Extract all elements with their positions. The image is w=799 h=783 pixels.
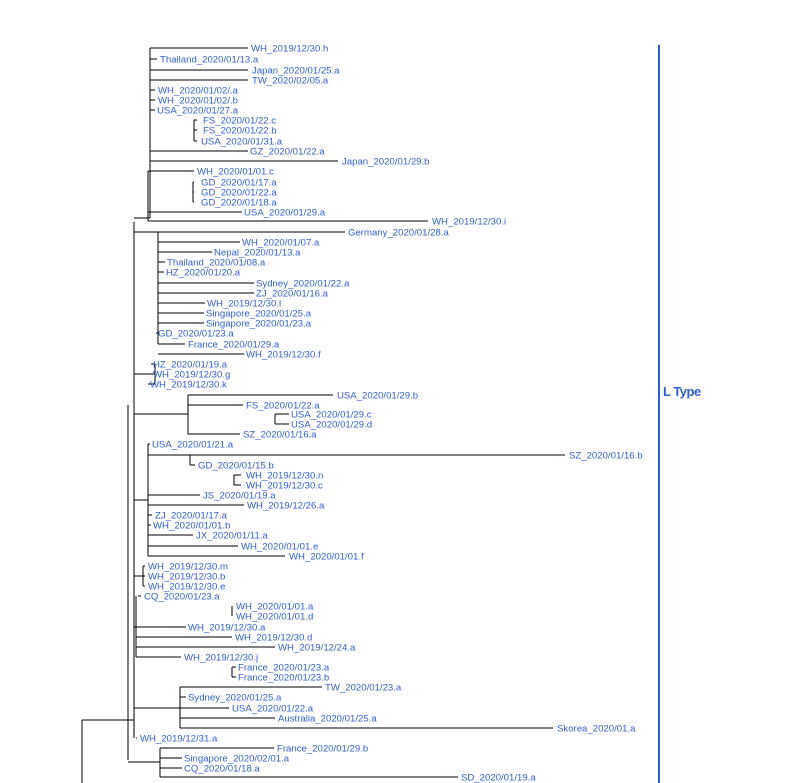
leaf-label: GD_2020/01/17.a — [201, 178, 277, 189]
leaf-label: WH_2020/01/01.b — [153, 521, 230, 532]
leaf-label: FS_2020/01/22.c — [203, 116, 276, 127]
leaf-label: TW_2020/01/23.a — [325, 683, 402, 694]
leaf-label: WH_2020/01/01.c — [197, 167, 274, 178]
leaf-label: France_2020/01/23.a — [238, 663, 330, 674]
leaf-label: WH_2020/01/01.f — [289, 552, 364, 563]
leaf-label: TW_2020/02/05.a — [252, 76, 329, 87]
leaf-label: FS_2020/01/22.a — [246, 401, 320, 412]
leaf-label: USA_2020/01/29.c — [291, 410, 372, 421]
leaf-label: GD_2020/01/15.b — [198, 461, 274, 472]
leaf-label: WH_2020/01/01.e — [241, 542, 318, 553]
leaf-label: FS_2020/01/22.b — [203, 126, 277, 137]
leaf-label: Japan_2020/01/25.a — [252, 66, 340, 77]
leaf-label: WH_2019/12/30.e — [148, 582, 225, 593]
leaf-label: HZ_2020/01/20.a — [166, 268, 241, 279]
leaf-label: USA_2020/01/29.b — [337, 391, 418, 402]
leaf-label: France_2020/01/29.a — [188, 340, 280, 351]
leaf-label: SZ_2020/01/16.a — [243, 430, 317, 441]
leaf-label: WH_2019/12/30.d — [235, 633, 312, 644]
leaf-label: WH_2019/12/30.m — [148, 562, 228, 573]
leaf-label: WH_2019/12/24.a — [278, 643, 356, 654]
leaf-label: Thailand_2020/01/08.a — [167, 258, 266, 269]
leaf-label: ZJ_2020/01/16.a — [256, 289, 329, 300]
leaf-label: Nepal_2020/01/13.a — [214, 248, 301, 259]
leaf-label: Japan_2020/01/29.b — [342, 157, 430, 168]
leaf-label: GD_2020/01/18.a — [201, 198, 277, 209]
leaf-label: Singapore_2020/01/23.a — [206, 319, 312, 330]
l-type-clade-label: L Type — [663, 384, 701, 399]
leaf-label: WH_2019/12/30.l — [207, 299, 281, 310]
leaf-label: JS_2020/01/19.a — [203, 491, 276, 502]
leaf-label: WH_2019/12/30.i — [432, 217, 506, 228]
leaf-label: Singapore_2020/01/25.a — [206, 309, 312, 320]
leaf-label: Thailand_2020/01/13.a — [160, 55, 259, 66]
leaf-label: WH_2019/12/30.a — [188, 623, 266, 634]
leaf-label: GD_2020/01/22.a — [201, 188, 277, 199]
leaf-label: WH_2020/01/01.d — [236, 612, 313, 623]
leaf-label: USA_2020/01/27.a — [157, 106, 239, 117]
leaf-label: WH_2019/12/30.n — [246, 471, 323, 482]
leaf-label: Sydney_2020/01/25.a — [188, 693, 282, 704]
leaf-label: France_2020/01/29.b — [277, 744, 368, 755]
leaf-label: USA_2020/01/22.a — [232, 704, 314, 715]
leaf-label: WH_2019/12/30.c — [246, 481, 323, 492]
leaf-label: GD_2020/01/23.a — [158, 329, 234, 340]
leaf-label: SZ_2020/01/16.b — [569, 451, 643, 462]
leaf-label: Sydney_2020/01/22.a — [256, 279, 350, 290]
leaf-label: CQ_2020/01/18.a — [184, 764, 260, 775]
leaf-label: WH_2020/01/02/.b — [158, 96, 238, 107]
leaf-label: ZJ_2020/01/17.a — [155, 511, 228, 522]
leaf-label: WH_2019/12/31.a — [140, 734, 218, 745]
leaf-label: WH_2019/12/26.a — [247, 501, 325, 512]
leaf-label: WH_2019/12/30.g — [153, 370, 230, 381]
leaf-label: WH_2019/12/30.k — [150, 380, 227, 391]
leaf-label: WH_2020/01/02/.a — [158, 86, 239, 97]
leaf-label: JX_2020/01/11.a — [196, 531, 268, 542]
leaf-label: CQ_2020/01/23.a — [144, 592, 220, 603]
tree-branches — [81, 47, 565, 783]
leaf-label: USA_2020/01/29.a — [244, 208, 326, 219]
leaf-label: WH_2020/01/01.a — [236, 602, 314, 613]
leaf-label: Germany_2020/01/28.a — [348, 228, 449, 239]
leaf-label: Australia_2020/01/25.a — [278, 714, 377, 725]
leaf-label: USA_2020/01/29.d — [291, 420, 372, 431]
leaf-label: USA_2020/01/21.a — [152, 440, 234, 451]
leaf-label: SD_2020/01/19.a — [461, 773, 536, 783]
leaf-label: WH_2019/12/30.j — [184, 653, 258, 664]
leaf-labels: WH_2019/12/30.hThailand_2020/01/13.aJapa… — [140, 44, 643, 783]
leaf-label: Singapore_2020/02/01.a — [184, 754, 290, 765]
leaf-label: WH_2019/12/30.f — [246, 350, 321, 361]
leaf-label: WH_2019/12/30.b — [148, 572, 225, 583]
leaf-label: HZ_2020/01/19.a — [153, 360, 228, 371]
leaf-label: GZ_2020/01/22.a — [250, 147, 325, 158]
leaf-label: WH_2019/12/30.h — [251, 44, 328, 55]
leaf-label: France_2020/01/23.b — [238, 673, 329, 684]
leaf-label: USA_2020/01/31.a — [201, 137, 283, 148]
leaf-label: WH_2020/01/07.a — [242, 238, 320, 249]
leaf-label: Skorea_2020/01.a — [557, 724, 636, 735]
